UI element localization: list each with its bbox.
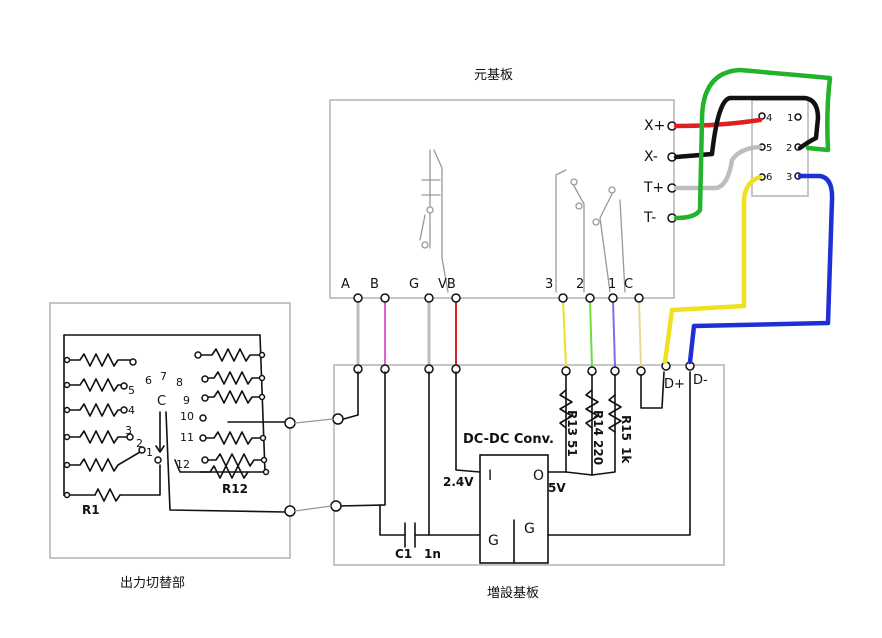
dcdc-output-pin: O [533,468,544,484]
expansion-board-outline [333,364,725,566]
switch-link-wire-b [294,505,332,512]
expansion-board-title: 増設基板 [487,585,539,601]
switch-link-wire-a [294,418,334,424]
switch-board-wiring [63,334,291,513]
main-board-internals [419,149,626,293]
switch-contacts [63,351,344,517]
connector-pin-3: 3 [786,172,792,183]
switch-pos-4: 4 [128,404,135,417]
switch-pos-10: 10 [180,410,194,423]
resistor-r15 [608,394,622,433]
capacitor-c1-label: C1 [395,547,412,561]
resistor-r14-value: 220 [591,440,605,465]
dcdc-gnd-pin-1: G [488,533,499,549]
connector-pin-2: 2 [786,143,792,154]
connector-terminals [667,112,802,223]
capacitor-c1 [404,522,416,548]
switch-resistor-ladder-right [199,348,265,479]
terminal-label-vb: VB [438,277,456,292]
resistor-r14 [585,389,599,429]
connector-label-x-plus: X+ [644,118,665,134]
main-board-terminals [353,293,644,303]
resistor-r13-label: R13 [565,410,579,436]
switch-resistor-ladder-left [63,353,141,502]
terminal-label-b: B [370,277,379,292]
connector-pin-4: 4 [766,113,772,124]
d-minus-label: D- [693,373,708,388]
switch-board-title: 出力切替部 [120,576,185,591]
switch-pos-8: 8 [176,376,183,389]
resistor-r1-label: R1 [82,503,100,517]
terminal-label-3: 3 [545,277,553,292]
rotary-switch-wiper [155,411,165,453]
capacitor-c1-value: 1n [424,547,441,561]
switch-board-outline [49,302,291,559]
connector-label-x-minus: X- [644,149,658,165]
inter-board-wires [356,298,642,369]
resistor-r13-value: 51 [565,440,579,457]
connector-label-t-minus: T- [643,210,656,226]
dcdc-title: DC-DC Conv. [463,432,554,447]
switch-pos-7: 7 [160,370,167,383]
terminal-label-g: G [409,277,419,292]
expansion-board-terminals [353,361,695,376]
connector-pin-5: 5 [766,143,772,154]
resistor-r15-value: 1k [619,447,633,464]
switch-pos-6: 6 [145,374,152,387]
voltage-out-label: 5V [548,481,566,495]
resistor-r14-label: R14 [591,410,605,436]
resistor-r12-label: R12 [222,482,248,496]
dcdc-gnd-pin-2: G [524,521,535,537]
main-board-title: 元基板 [474,68,513,83]
connector-wires [662,67,835,365]
switch-pos-11: 11 [180,431,194,444]
switch-pos-5: 5 [128,384,135,397]
voltage-in-label: 2.4V [443,475,474,489]
switch-pos-3: 3 [125,424,132,437]
terminal-label-a: A [341,277,350,292]
connector-pin-1: 1 [787,113,793,124]
d-plus-label: D+ [664,377,685,392]
connector-label-t-plus: T+ [643,180,664,196]
switch-common-label: C [157,394,166,409]
terminal-label-1: 1 [608,277,616,292]
switch-pos-9: 9 [183,394,190,407]
switch-pos-2: 2 [136,437,143,450]
resistor-r13 [559,389,573,429]
terminal-label-c: C [624,277,633,292]
main-board-outline [329,99,675,299]
dcdc-input-pin: I [488,468,492,484]
connector-pin-6: 6 [766,172,772,183]
switch-pos-1: 1 [146,446,153,459]
expansion-board-wiring [337,371,691,564]
terminal-label-2: 2 [576,277,584,292]
resistor-r15-label: R15 [619,415,633,441]
switch-pos-12: 12 [176,458,190,471]
